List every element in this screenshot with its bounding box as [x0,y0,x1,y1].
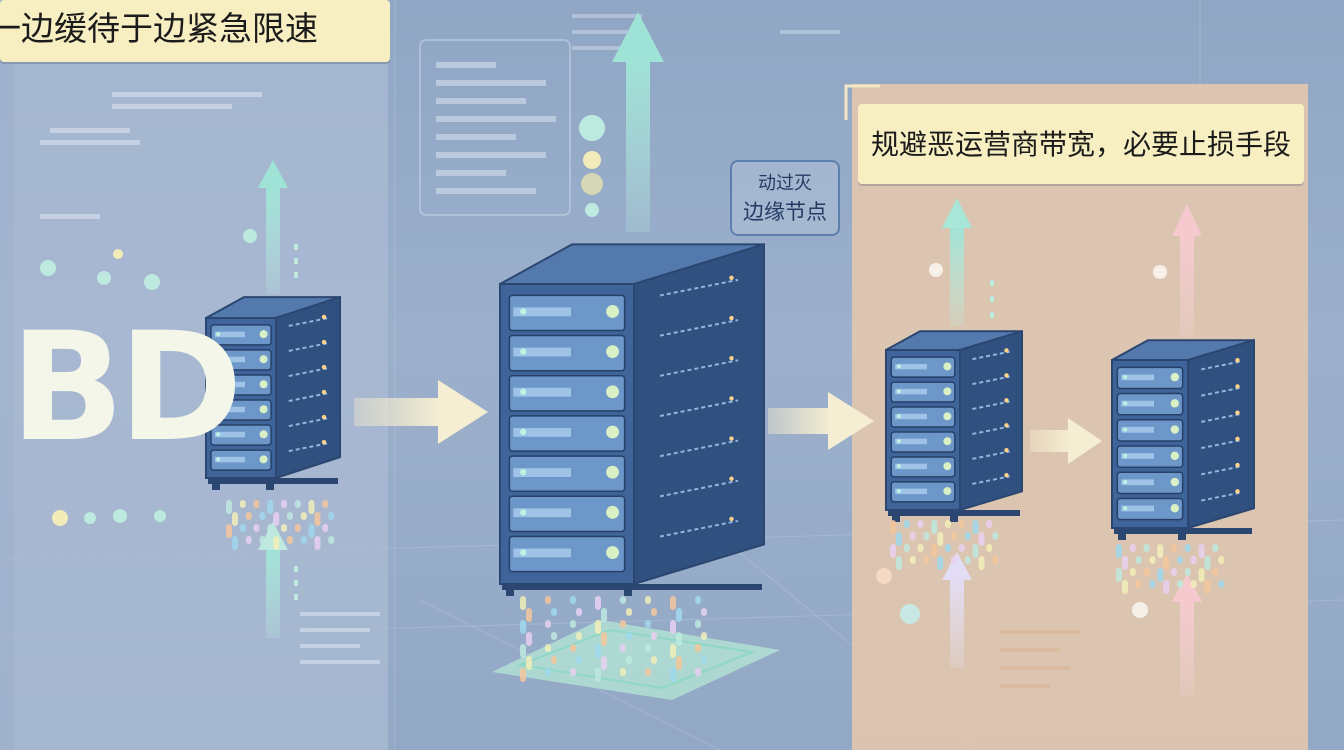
flow-arrow-3 [1030,418,1102,464]
flow-arrow-2 [768,392,874,450]
light-particles [226,500,1225,682]
upload-arrow-left-top [258,160,288,294]
server-right-2 [1111,338,1255,540]
banner-right: 规避恶运营商带宽，必要止损手段 [858,104,1304,184]
server-right-1 [885,329,1023,522]
upload-arrow-right2-top [1172,204,1202,338]
data-sheet [419,39,571,216]
server-platform [492,620,780,700]
upload-arrow-center [612,12,664,232]
decorative-dots [40,115,1167,624]
callout-line-2: 边缘节点 [743,200,827,224]
flow-arrow-1 [354,380,488,444]
right-panel-bracket [844,84,880,120]
upload-arrow-right1-bottom [942,552,972,668]
upload-arrow-right2-bottom [1172,574,1202,696]
upload-arrow-right1-top [942,198,972,326]
big-letters: BD [10,301,243,475]
edge-node-callout: 动过灭 边缘节点 [730,160,840,236]
server-center [499,243,765,596]
top-right-text-lines [572,14,840,50]
right-panel-text-lines [1000,630,1080,688]
banner-left: 一边缓待于边紧急限速 [0,0,390,62]
servers-layer [205,243,1255,596]
callout-line-1: 动过灭 [758,173,812,194]
left-panel-text-lines [40,92,380,664]
server-left [205,295,341,490]
